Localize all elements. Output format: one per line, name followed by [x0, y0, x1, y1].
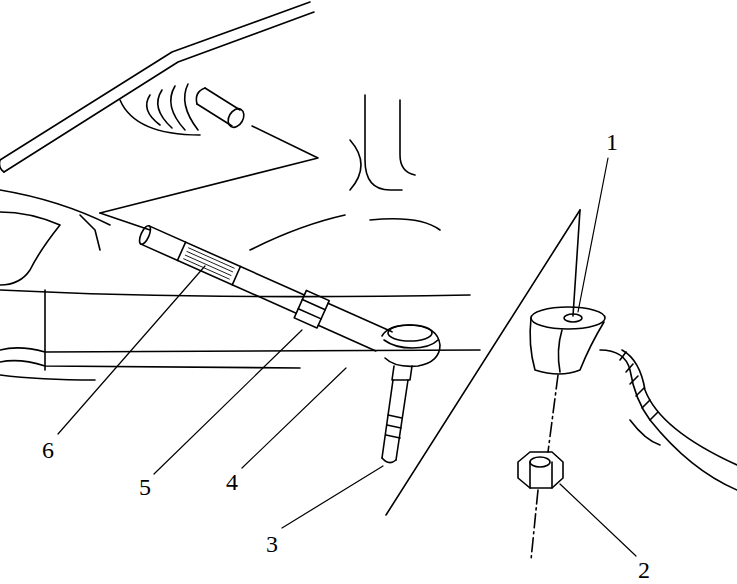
callout-number: 4	[224, 469, 240, 495]
callout-number: 2	[636, 557, 652, 583]
hex-nut	[518, 452, 563, 488]
leader-lines	[58, 158, 636, 556]
steering-knuckle	[600, 350, 737, 490]
ball-joint	[382, 325, 440, 463]
rubber-bushing	[530, 307, 605, 374]
tie-rod	[135, 220, 393, 357]
brake-pipe	[0, 2, 314, 172]
frame-lines	[0, 95, 480, 380]
assembly-lines	[100, 126, 580, 560]
callout-number: 3	[264, 531, 280, 557]
callout-number: 1	[604, 129, 620, 155]
callout-number: 5	[137, 474, 153, 500]
rack-boot	[120, 84, 247, 135]
callout-number: 6	[40, 437, 56, 463]
